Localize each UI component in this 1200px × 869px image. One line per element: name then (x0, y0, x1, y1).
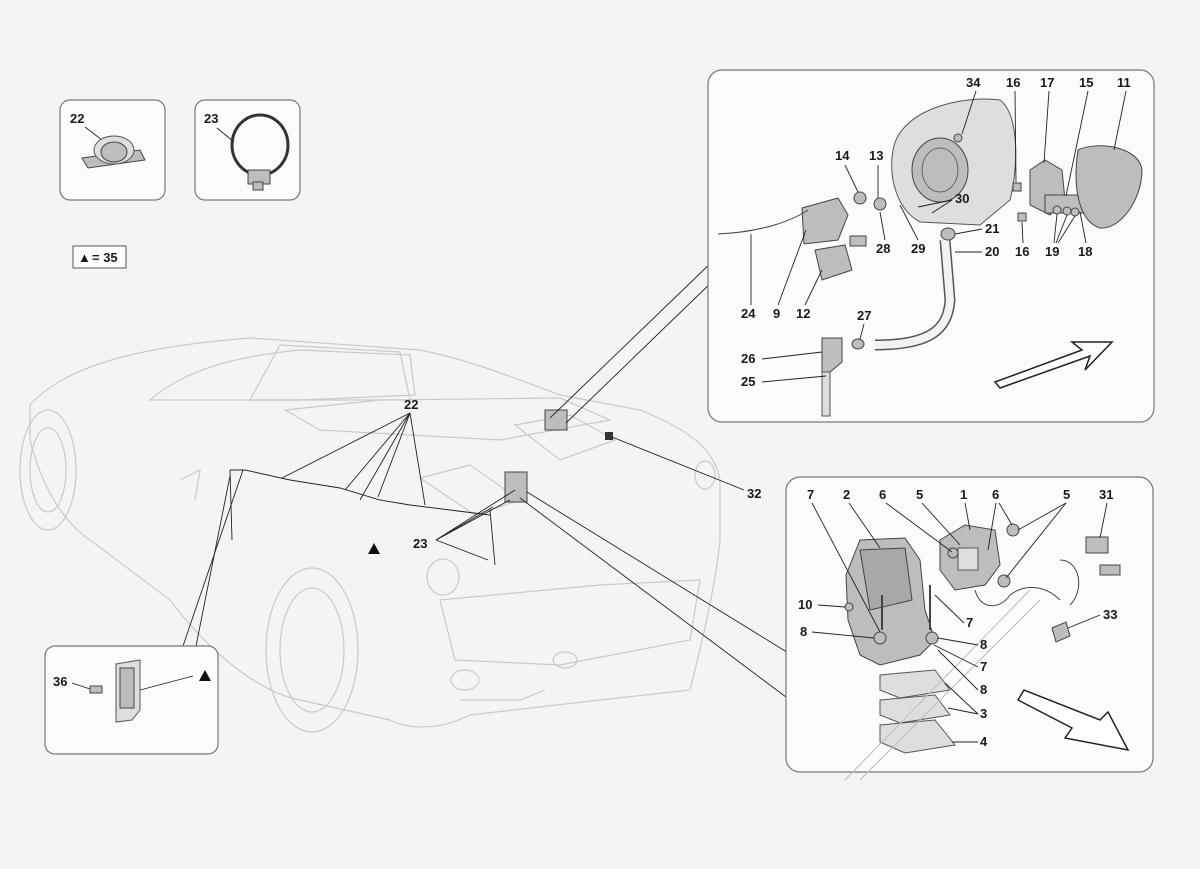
label-8: 8 (980, 637, 987, 652)
label-11: 11 (1117, 75, 1131, 90)
label-32: 32 (747, 486, 761, 501)
label-5: 5 (916, 487, 923, 502)
legend-symbol: ▲ (78, 250, 91, 265)
label-3: 3 (980, 706, 987, 721)
direction-arrow-icon (1016, 689, 1130, 752)
label-24: 24 (741, 306, 756, 321)
label-28: 28 (876, 241, 890, 256)
label-4: 4 (980, 734, 988, 749)
label-30: 30 (955, 191, 969, 206)
label-33: 33 (1103, 607, 1117, 622)
label-6: 6 (879, 487, 886, 502)
label-7: 7 (807, 487, 814, 502)
triangle-marker-icon (199, 670, 211, 681)
label-22: 22 (404, 397, 418, 412)
label-26: 26 (741, 351, 755, 366)
label-21: 21 (985, 221, 999, 236)
label-9: 9 (773, 306, 780, 321)
label-23: 23 (413, 536, 427, 551)
car-leaders: 22 23 32 (182, 257, 791, 701)
label-12: 12 (796, 306, 810, 321)
inset-fuel-flap: 34 16 17 15 11 14 13 30 21 20 28 29 16 1… (707, 69, 1155, 423)
label-27: 27 (857, 308, 871, 323)
label-22: 22 (70, 111, 84, 126)
label-8: 8 (980, 682, 987, 697)
label-17: 17 (1040, 75, 1054, 90)
label-10: 10 (798, 597, 812, 612)
label-7: 7 (980, 659, 987, 674)
label-5: 5 (1063, 487, 1070, 502)
inset-sensor-36: 36 (44, 645, 219, 755)
label-7: 7 (966, 615, 973, 630)
direction-arrow-icon (993, 341, 1114, 389)
inset-latch-assembly: 7 2 6 5 1 6 5 31 10 8 7 8 7 8 3 4 33 (785, 476, 1154, 781)
label-34: 34 (966, 75, 981, 90)
label-16: 16 (1006, 75, 1020, 90)
label-31: 31 (1099, 487, 1113, 502)
legend-box: ▲ = 35 (72, 245, 127, 269)
label-8: 8 (800, 624, 807, 639)
inset-clip-22: 22 (59, 99, 166, 201)
label-19: 19 (1045, 244, 1059, 259)
label-13: 13 (869, 148, 883, 163)
car-illustration (19, 337, 721, 733)
label-2: 2 (843, 487, 850, 502)
inset-clip-23: 23 (194, 99, 301, 201)
label-25: 25 (741, 374, 755, 389)
label-29: 29 (911, 241, 925, 256)
label-16: 16 (1015, 244, 1029, 259)
label-6: 6 (992, 487, 999, 502)
label-20: 20 (985, 244, 999, 259)
label-15: 15 (1079, 75, 1093, 90)
label-18: 18 (1078, 244, 1092, 259)
label-23: 23 (204, 111, 218, 126)
legend-text: = 35 (92, 250, 118, 265)
label-36: 36 (53, 674, 67, 689)
label-14: 14 (835, 148, 850, 163)
label-1: 1 (960, 487, 967, 502)
wiring-harness (229, 409, 613, 566)
triangle-marker-icon (368, 543, 380, 554)
